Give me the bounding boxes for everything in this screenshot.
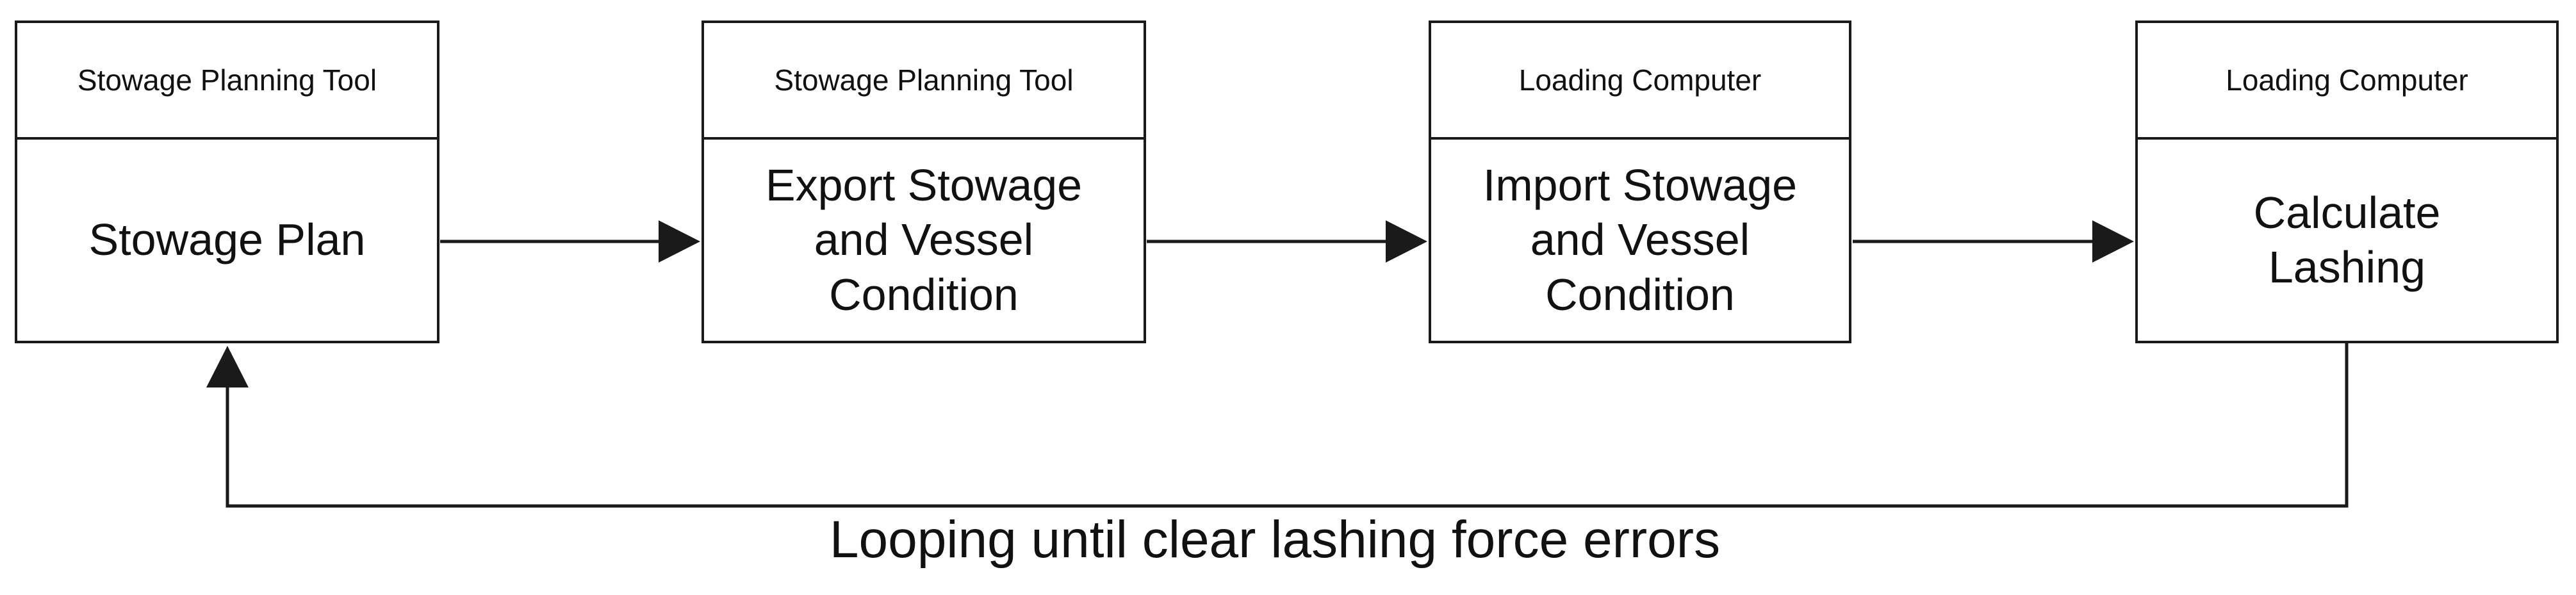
node-body-text: Calculate Lashing: [2253, 187, 2441, 292]
node-body-text: Export Stowage and Vessel Condition: [765, 159, 1083, 320]
node-body-text: Stowage Plan: [88, 215, 366, 265]
node-import-stowage-action-label: Import Stowage and Vessel Condition: [1431, 140, 1849, 341]
node-import-stowage: Loading Computer Import Stowage and Vess…: [1429, 20, 1851, 343]
node-stowage-plan-action-label: Stowage Plan: [17, 140, 437, 341]
node-header-text: Loading Computer: [1518, 63, 1762, 97]
node-body-text: Import Stowage and Vessel Condition: [1482, 159, 1798, 320]
node-export-stowage-action-label: Export Stowage and Vessel Condition: [704, 140, 1144, 341]
node-export-stowage: Stowage Planning Tool Export Stowage and…: [701, 20, 1146, 343]
node-calculate-lashing-system-label: Loading Computer: [2138, 23, 2556, 140]
node-import-stowage-system-label: Loading Computer: [1431, 23, 1849, 140]
node-header-text: Stowage Planning Tool: [774, 63, 1074, 97]
node-calculate-lashing: Loading Computer Calculate Lashing: [2135, 20, 2559, 343]
node-calculate-lashing-action-label: Calculate Lashing: [2138, 140, 2556, 341]
node-stowage-plan-system-label: Stowage Planning Tool: [17, 23, 437, 140]
node-header-text: Stowage Planning Tool: [77, 63, 377, 97]
node-stowage-plan: Stowage Planning Tool Stowage Plan: [15, 20, 439, 343]
loop-caption: Looping until clear lashing force errors: [829, 510, 1721, 569]
arrow-plan-to-export-icon: [440, 220, 700, 263]
arrow-import-to-calculate-icon: [1853, 220, 2134, 263]
node-header-text: Loading Computer: [2226, 63, 2468, 97]
loop-back-arrow-icon: [206, 343, 2349, 508]
arrow-export-to-import-icon: [1147, 220, 1427, 263]
node-export-stowage-system-label: Stowage Planning Tool: [704, 23, 1144, 140]
